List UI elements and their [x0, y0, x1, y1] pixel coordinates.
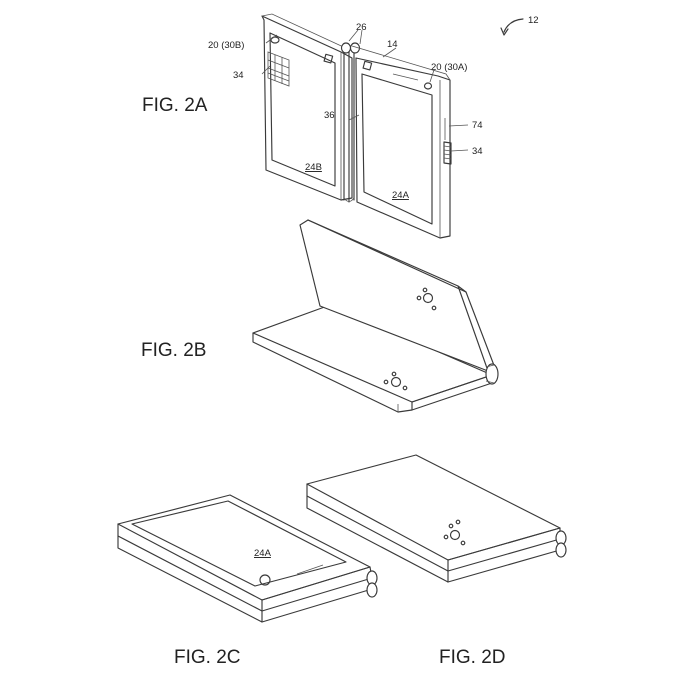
hinge-cylinder-2b [485, 363, 499, 385]
fig-2b-device [252, 219, 499, 413]
left-housing-edge [261, 13, 351, 200]
ref-24a-2a-label: 24A [392, 190, 410, 201]
fig-2a-device [261, 13, 524, 239]
fig-2a-label: FIG. 2A [142, 95, 208, 116]
ref-12-label: 12 [528, 15, 539, 26]
fig-2c-label: FIG. 2C [174, 647, 241, 668]
ref-24b-label: 24B [305, 162, 322, 173]
right-screen-24a [361, 73, 433, 225]
ref-24a-2c-label: 24A [254, 548, 272, 559]
slab-upper-front-2d [306, 483, 449, 572]
ref-26-label: 26 [356, 22, 367, 33]
sensor-cluster-2d [443, 519, 466, 546]
hinge-end-lower-2d [555, 542, 567, 558]
right-housing-edge [351, 45, 451, 238]
hinge-end-lower-2c [366, 582, 378, 598]
base-sensor-cluster [383, 371, 408, 391]
right-hinge-sensor-icon [362, 60, 373, 71]
lid-outer [307, 219, 489, 372]
figure-12-arrow [503, 18, 524, 33]
screen-2c [131, 500, 347, 587]
ref-20-30a-label: 20 (30A) [431, 62, 467, 73]
side-buttons-34 [443, 141, 452, 165]
right-speaker-slot [392, 73, 419, 81]
slab-lower-front [117, 535, 263, 623]
slab-upper-front [117, 523, 263, 612]
ref-34-right-label: 34 [472, 146, 483, 157]
camera-2c-icon [259, 574, 271, 586]
fig-2d-device [306, 454, 567, 583]
left-hinge-sensor-icon [323, 53, 334, 64]
fig-2b-label: FIG. 2B [141, 340, 206, 361]
speaker-2c [296, 564, 324, 575]
left-housing-outline [261, 15, 353, 201]
right-camera-icon [423, 82, 433, 90]
fig-2d-label: FIG. 2D [439, 647, 506, 668]
ref-34-left-label: 34 [233, 70, 244, 81]
slab-lower-front-2d [306, 495, 449, 583]
ref-20-30b-label: 20 (30B) [208, 40, 244, 51]
lid-sensor-cluster [416, 287, 437, 311]
left-screen-24b [269, 32, 336, 187]
ref-14-label: 14 [387, 39, 398, 50]
ref-74-label: 74 [472, 120, 483, 131]
left-camera-icon [270, 36, 280, 44]
top-face-2d [306, 454, 561, 561]
sensor-grid-34 [267, 51, 290, 87]
fig-2c-device [117, 494, 378, 623]
ref-36-label: 36 [324, 110, 335, 121]
right-housing-outline [355, 57, 451, 239]
top-face-2c [117, 494, 371, 601]
